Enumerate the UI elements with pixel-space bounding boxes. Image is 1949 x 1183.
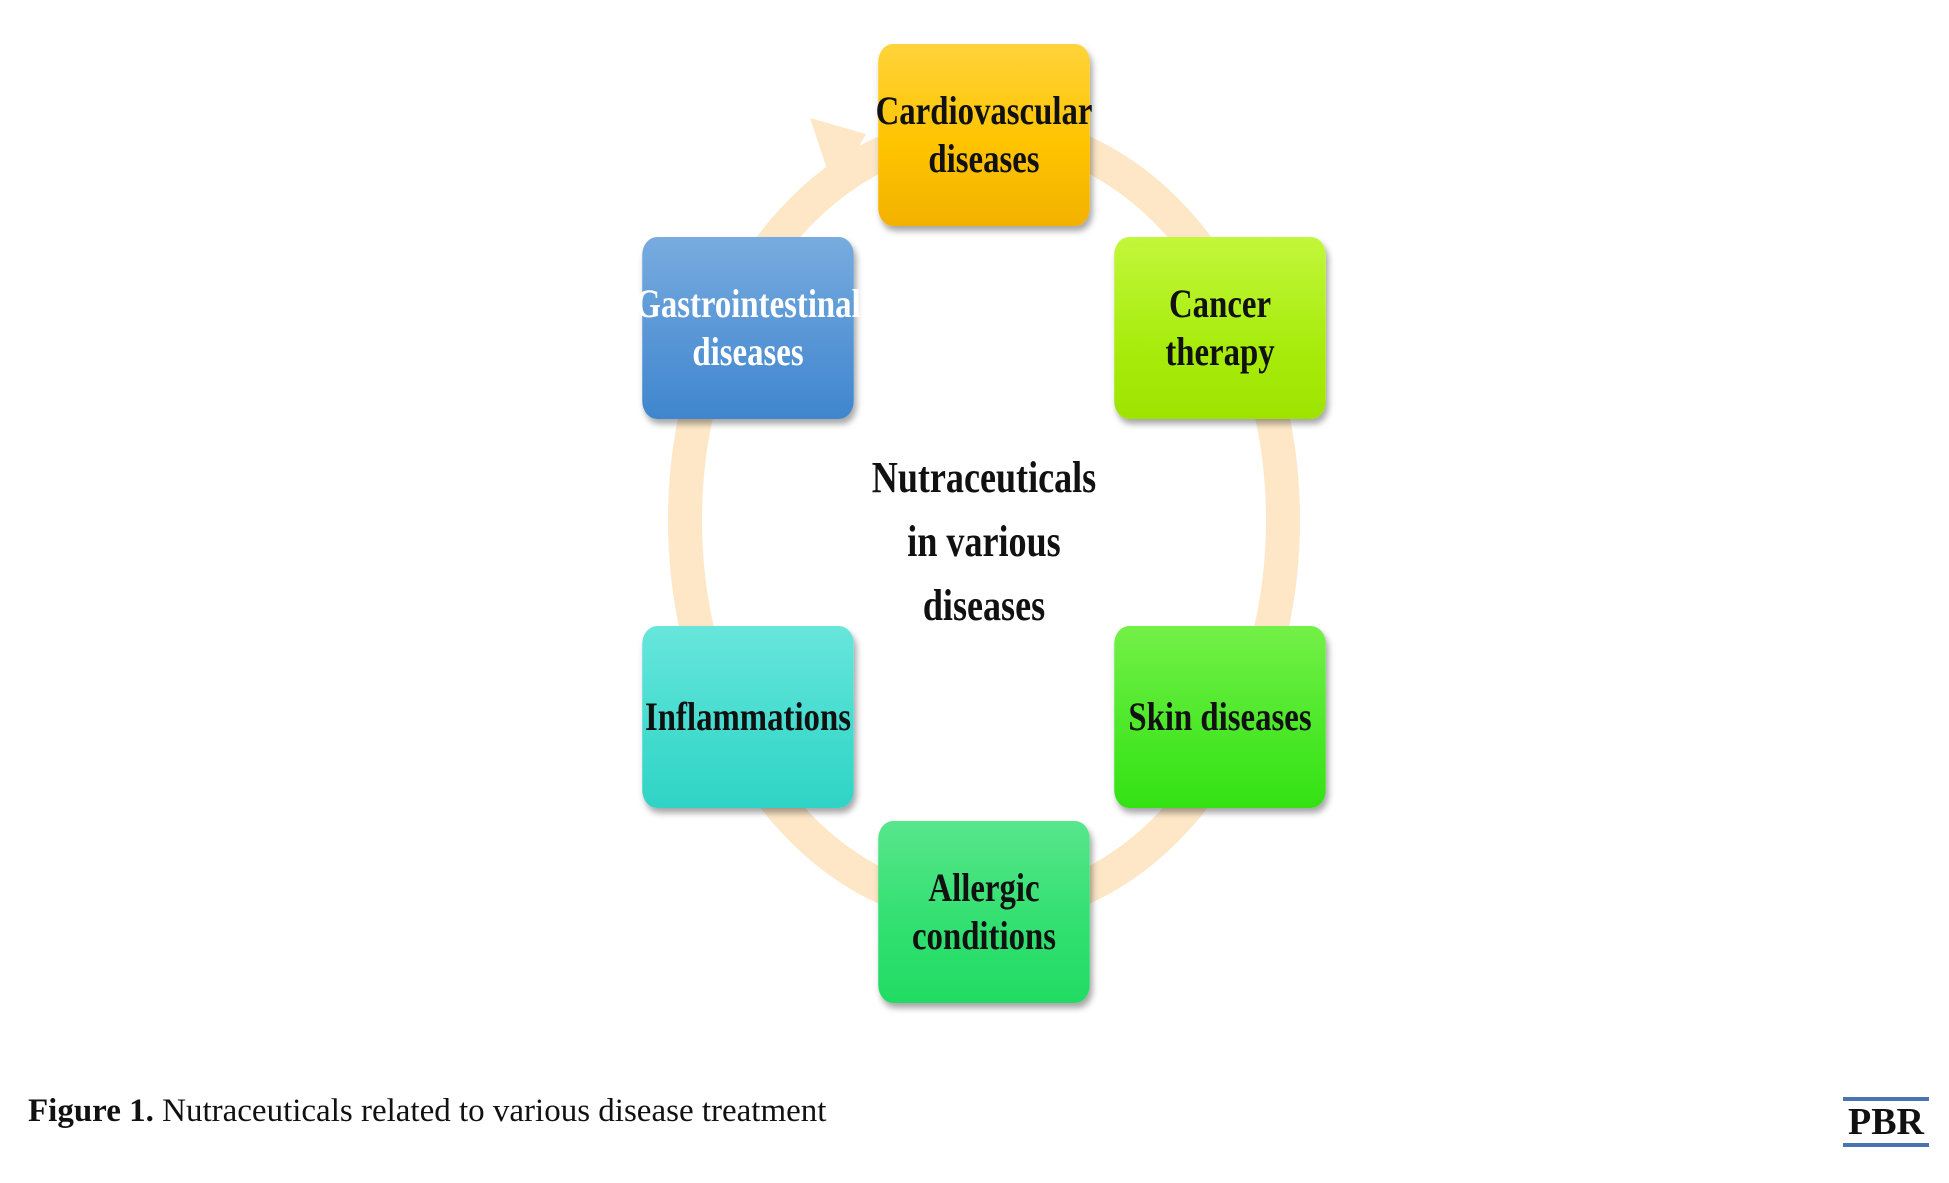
journal-logo: PBR — [1843, 1097, 1929, 1147]
journal-logo-text: PBR — [1848, 1101, 1924, 1143]
figure-caption-text: Nutraceuticals related to various diseas… — [153, 1093, 827, 1129]
node-allergic-line1: Allergic — [928, 865, 1040, 910]
node-gastrointestinal-line1: Gastrointestinal — [635, 281, 861, 326]
center-label-line2: in various — [907, 516, 1061, 566]
node-cardiovascular-line1: Cardiovascular — [875, 88, 1093, 133]
center-label: Nutraceuticals in various diseases — [820, 444, 1148, 639]
node-inflammations-line1: Inflammations — [645, 694, 851, 739]
node-cardiovascular-diseases: Cardiovascular diseases — [875, 44, 1093, 226]
center-label-line3: diseases — [922, 580, 1046, 630]
node-allergic-conditions: Allergic conditions — [878, 821, 1090, 1003]
node-cancer-therapy: Cancer therapy — [1114, 237, 1326, 419]
node-skin-line1: Skin diseases — [1128, 694, 1312, 739]
figure-caption-label: Figure 1. — [28, 1093, 154, 1129]
node-gastrointestinal-line2: diseases — [692, 329, 804, 374]
node-skin-diseases: Skin diseases — [1114, 626, 1326, 808]
figure-caption: Figure 1. Nutraceuticals related to vari… — [28, 1093, 826, 1130]
node-allergic-line2: conditions — [911, 913, 1056, 958]
node-cancer-line1: Cancer therapy — [1165, 281, 1275, 374]
ring-arrowhead — [810, 118, 866, 190]
center-label-line1: Nutraceuticals — [871, 452, 1097, 502]
node-inflammations: Inflammations — [642, 626, 854, 808]
node-cardiovascular-line2: diseases — [928, 136, 1040, 181]
node-gastrointestinal-diseases: Gastrointestinal diseases — [635, 237, 861, 419]
